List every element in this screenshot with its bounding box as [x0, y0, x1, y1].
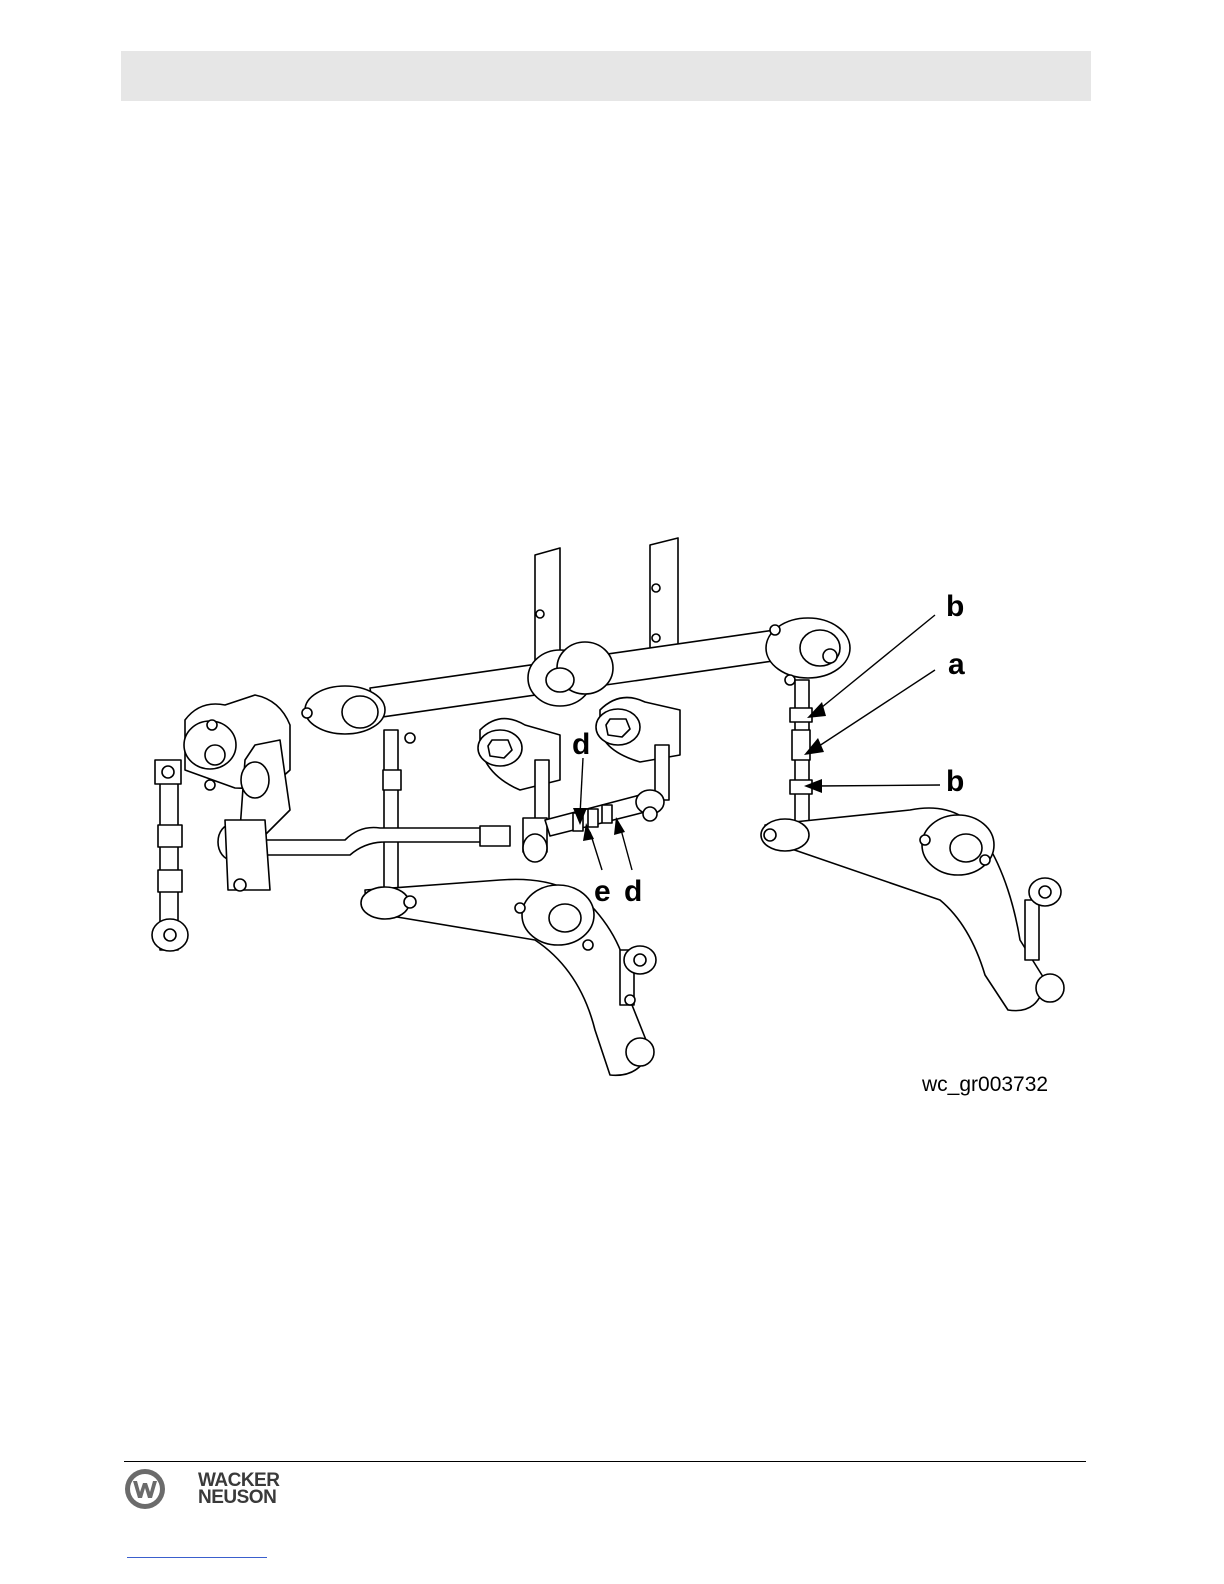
callout-d-lower: d — [624, 877, 642, 907]
linkage-illustration: b a b d e d — [140, 530, 1100, 1090]
logo-wordmark: WACKER NEUSON — [198, 1472, 279, 1506]
callout-e: e — [594, 877, 611, 907]
figure-id-label: wc_gr003732 — [922, 1073, 1048, 1097]
logo-line-neuson: NEUSON — [198, 1489, 279, 1506]
callout-b-upper: b — [946, 592, 964, 622]
callout-b-lower: b — [946, 767, 964, 797]
footer-divider — [124, 1461, 1086, 1462]
callout-d-upper: d — [572, 730, 590, 760]
callout-a: a — [948, 650, 965, 680]
header-band — [121, 51, 1091, 101]
footer-link-underline[interactable] — [127, 1557, 267, 1558]
